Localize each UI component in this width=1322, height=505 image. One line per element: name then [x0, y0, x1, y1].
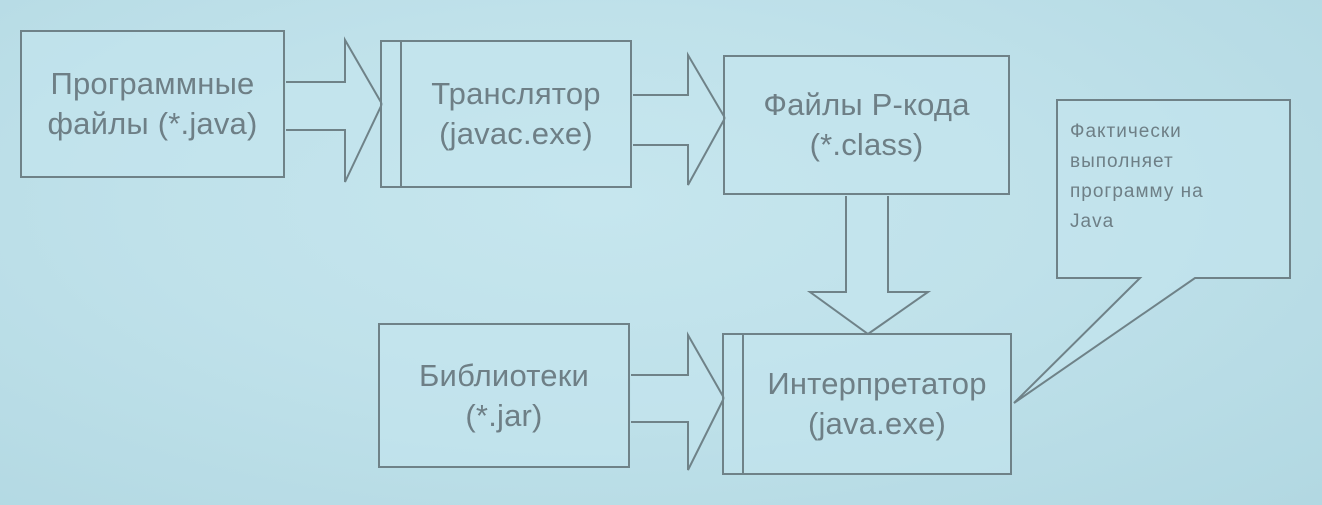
source-files-line2: файлы (*.java): [47, 106, 258, 141]
interpreter-line2: (java.exe): [807, 406, 947, 441]
arrow-pcode-to-interpreter: [806, 196, 932, 336]
callout-bubble: [1013, 99, 1291, 404]
libraries-line2: (*.jar): [465, 397, 543, 433]
translator-line1: Транслятор: [431, 76, 601, 111]
libraries-box: Библиотеки (*.jar): [378, 323, 630, 468]
callout-line3: программу на: [1070, 181, 1204, 202]
pcode-files-box: Файлы P-кода (*.class): [723, 55, 1010, 195]
libraries-line1: Библиотеки: [419, 357, 589, 393]
interpreter-box: Интерпретатор (java.exe): [722, 333, 1012, 475]
interpreter-line1: Интерпретатор: [767, 366, 987, 401]
callout-line2: выполняет: [1070, 151, 1174, 172]
pcode-files-line2: (*.class): [809, 127, 924, 162]
source-files-box: Программные файлы (*.java): [20, 30, 285, 178]
source-files-line1: Программные: [50, 66, 255, 101]
pcode-files-line1: Файлы P-кода: [763, 87, 970, 122]
arrow-source-to-translator: [286, 36, 384, 183]
callout-line1: Фактически: [1070, 121, 1182, 142]
arrow-libraries-to-interpreter: [631, 331, 726, 471]
translator-line2: (javac.exe): [439, 116, 593, 151]
arrow-translator-to-pcode: [633, 51, 727, 186]
callout-line4: Java: [1070, 211, 1115, 232]
callout-text: Фактически выполняет программу на Java: [1070, 117, 1280, 237]
translator-box: Транслятор (javac.exe): [380, 40, 632, 188]
